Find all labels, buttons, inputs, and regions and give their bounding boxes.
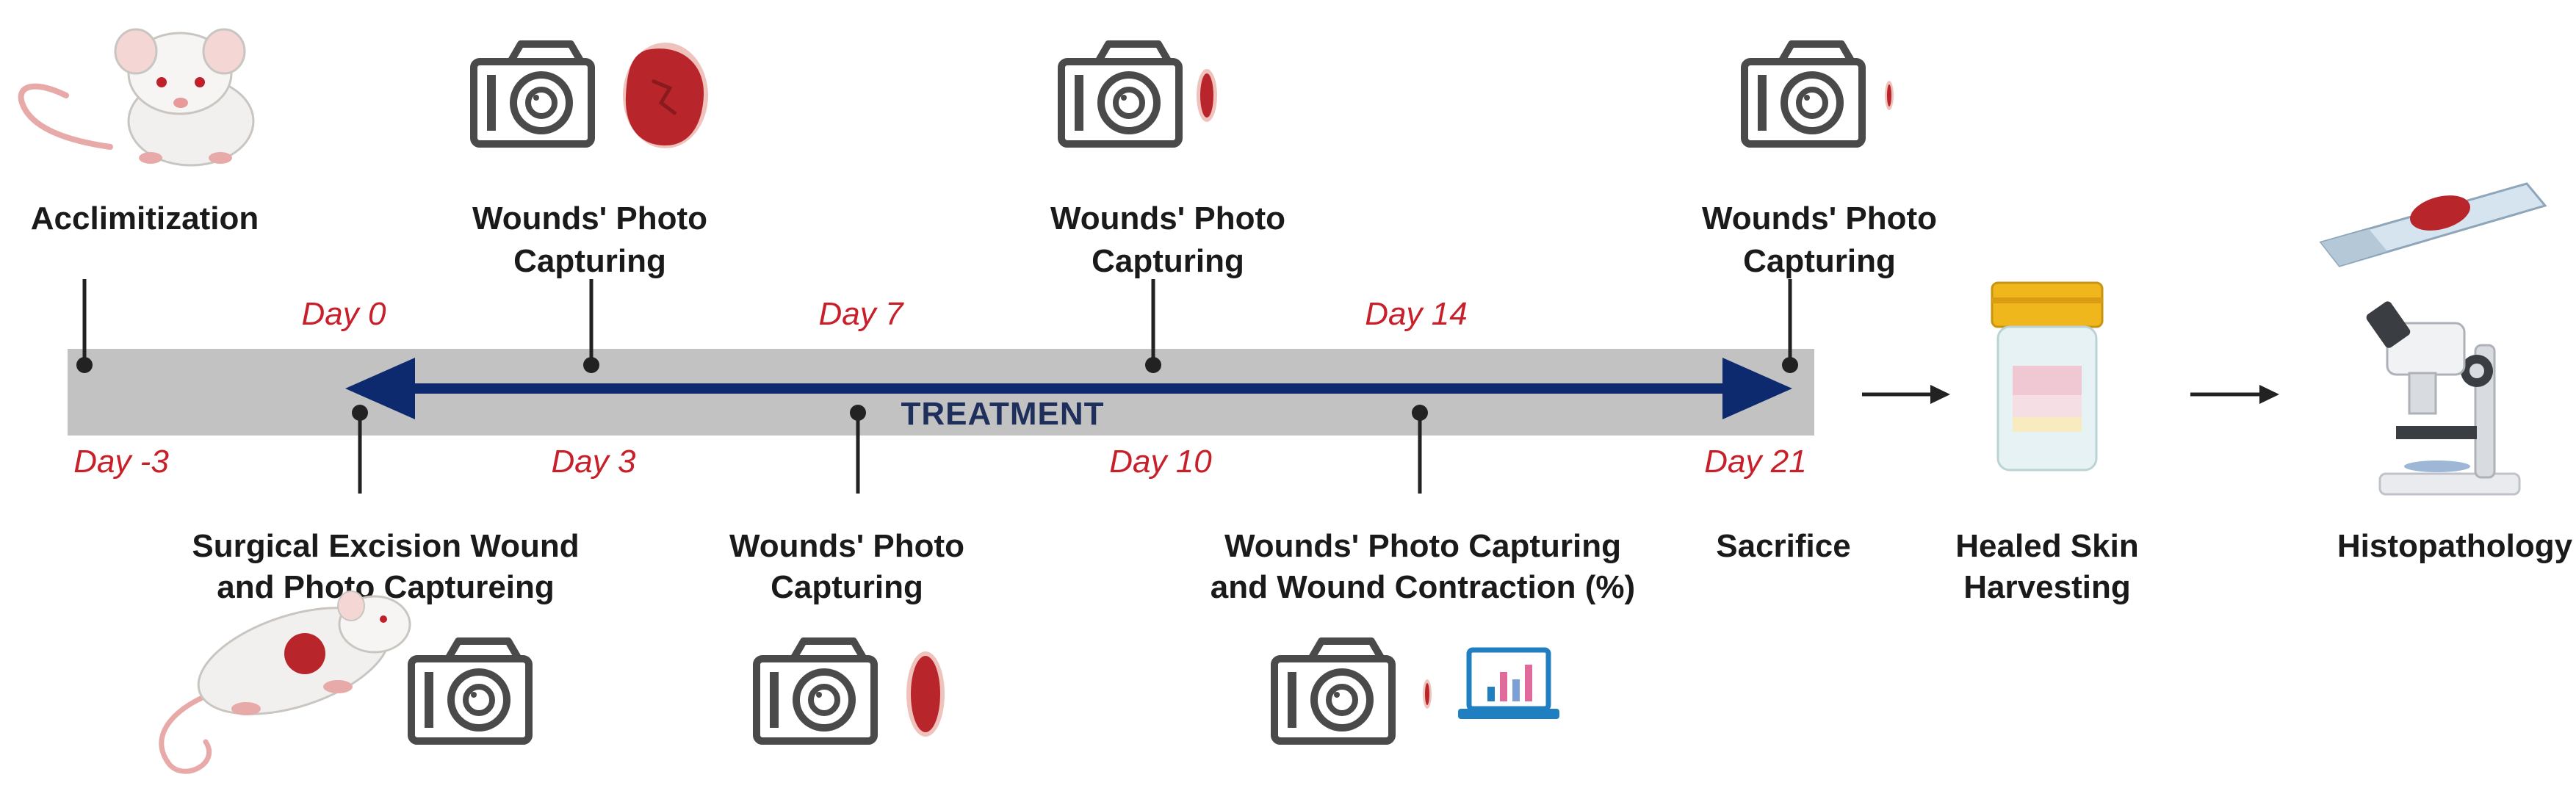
microscope-icon (2366, 301, 2521, 496)
camera-icon (1274, 641, 1392, 741)
bottom-event-dots (352, 405, 1428, 421)
event-label-photo-day7-line1: Wounds' Photo (1050, 201, 1285, 236)
laptop-chart-icon (1458, 647, 1559, 719)
wound-small-icon (1197, 69, 1217, 122)
step-label-histopathology: Histopathology (2337, 528, 2573, 564)
wound-medium-icon (906, 651, 945, 737)
event-label-photo-day3-line2: Capturing (771, 569, 923, 605)
event-label-sacrifice: Sacrifice (1716, 528, 1850, 564)
camera-icon (411, 641, 529, 741)
event-label-photo-day14-line2: Capturing (1743, 243, 1896, 279)
camera-icon (757, 641, 874, 741)
event-label-photo-day7-line2: Capturing (1092, 243, 1244, 279)
day-label-day-3: Day 3 (552, 444, 636, 480)
treatment-label: TREATMENT (901, 396, 1104, 432)
event-label-surgical-line1: Surgical Excision Wound (192, 528, 579, 564)
event-label-contraction-line1: Wounds' Photo Capturing (1224, 528, 1621, 564)
glass-slide-icon (2319, 182, 2547, 267)
step-label-harvest-line1: Healed Skin (1955, 528, 2138, 564)
wound-minimal-icon (1423, 679, 1432, 709)
wounded-rat-icon (159, 590, 411, 774)
flow-arrow-to-harvest (1862, 385, 1950, 404)
event-label-photo-day0-line1: Wounds' Photo (472, 201, 707, 236)
top-event-dots (76, 357, 1798, 373)
wound-large-icon (623, 43, 708, 148)
event-label-photo-day14-line1: Wounds' Photo (1702, 201, 1937, 236)
event-label-contraction-line2: and Wound Contraction (%) (1211, 569, 1635, 605)
rat-icon (18, 28, 255, 167)
day-label-day-14: Day 14 (1365, 296, 1467, 332)
wound-tiny-icon (1885, 81, 1894, 110)
camera-icon (1061, 44, 1179, 144)
camera-icon (1745, 44, 1862, 144)
camera-icon (474, 44, 591, 144)
day-label-day-7: Day 7 (819, 296, 904, 332)
event-label-acclimitization: Acclimitization (31, 201, 259, 236)
treatment-double-arrow (345, 358, 1792, 419)
top-event-markers (82, 279, 1792, 365)
step-label-harvest-line2: Harvesting (1963, 569, 2130, 605)
bottom-event-markers (358, 413, 1422, 494)
day-label-day-10: Day 10 (1109, 444, 1212, 480)
flow-arrow-to-histopathology (2190, 385, 2279, 404)
day-label-day-0: Day 0 (302, 296, 386, 332)
day-label-day-21: Day 21 (1704, 444, 1806, 480)
event-label-photo-day3-line1: Wounds' Photo (729, 528, 964, 564)
day-label-day-minus-3: Day -3 (73, 444, 169, 480)
event-label-photo-day0-line2: Capturing (513, 243, 666, 279)
specimen-jar-icon (1991, 281, 2104, 472)
